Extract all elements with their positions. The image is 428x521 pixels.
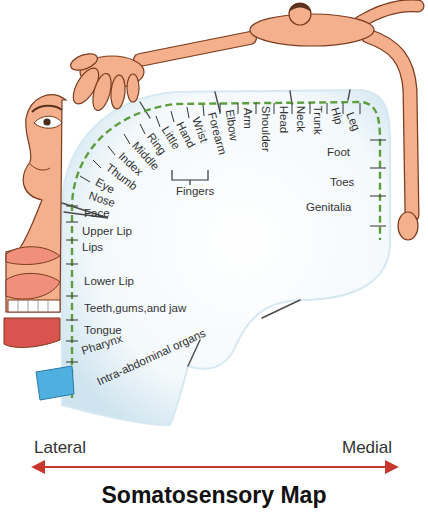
upper-lip-shape: [6, 247, 60, 265]
body-part-label: Arm: [241, 108, 253, 129]
body-part-label: Toes: [330, 177, 354, 189]
finger-shape: [110, 74, 127, 109]
body-part-label: Face: [84, 208, 110, 220]
diagram-title: Somatosensory Map: [0, 482, 428, 509]
raised-leg-skin: [360, 6, 418, 22]
body-part-label: Lips: [82, 242, 103, 254]
eye-shape: [34, 116, 62, 128]
body-part-label: Neck: [294, 106, 306, 132]
body-part-label: Teeth,gums,and jaw: [84, 303, 186, 315]
body-part-label: Head: [277, 106, 289, 134]
face-skin: [6, 95, 66, 312]
body-part-label: Trunk: [311, 106, 323, 135]
lower-lip-shape: [6, 273, 60, 299]
fingers-bracket: [172, 170, 208, 185]
finger-shape: [127, 74, 139, 102]
direction-label: Lateral: [34, 439, 86, 456]
nostril-line: [30, 164, 50, 170]
direction-arrow: [34, 466, 396, 468]
arm-skin: [140, 38, 250, 60]
sulcus-line: [62, 90, 350, 366]
body-part-label: Foot: [327, 147, 350, 159]
torso-shape: [250, 14, 374, 46]
cortex-section: [62, 90, 390, 425]
thumb-shape: [68, 51, 99, 74]
direction-label: Medial: [342, 439, 392, 456]
leg-outline: [368, 36, 412, 215]
hair-shape: [289, 3, 311, 12]
pharynx-band: [36, 366, 74, 400]
raised-leg-outline: [360, 6, 418, 22]
eye-pupil: [43, 118, 50, 125]
leg-skin: [368, 36, 412, 215]
body-part-label: Upper Lip: [82, 226, 132, 238]
head-shape: [289, 3, 311, 25]
body-part-label: Genitalia: [306, 202, 351, 214]
homunculus-face: [4, 95, 74, 400]
teeth-shape: [8, 300, 60, 312]
arm-outline: [140, 38, 250, 60]
eyebrow: [32, 106, 62, 112]
cortex-dashed-line: [72, 102, 380, 398]
teeth-line: [18, 300, 48, 312]
body-part-label: Shoulder: [259, 106, 271, 152]
region-tick: [66, 103, 386, 362]
group-label: Fingers: [176, 186, 214, 198]
foot-shape: [398, 212, 418, 240]
body-part-label: Lower Lip: [84, 276, 134, 288]
tongue-shape: [4, 318, 60, 347]
homunculus-body: [68, 3, 418, 240]
